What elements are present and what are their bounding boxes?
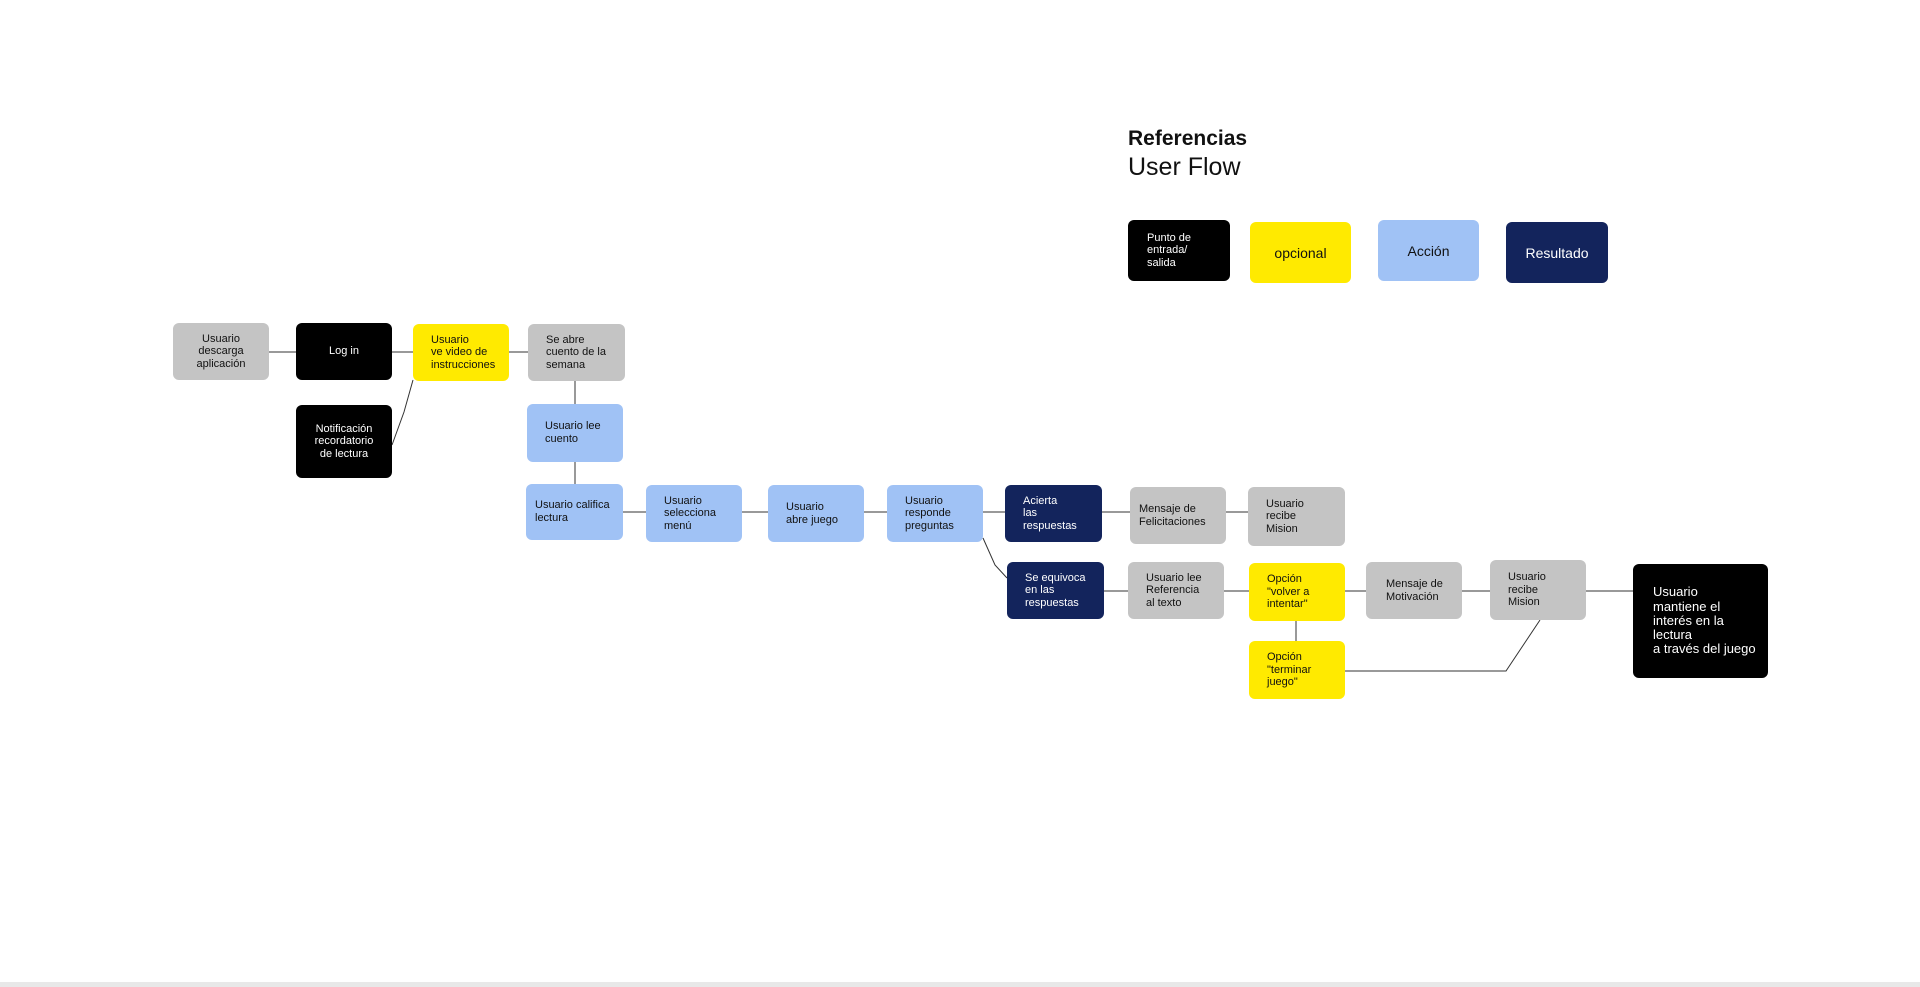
node-usuario-califica-lectura: Usuario califica lectura (526, 484, 623, 540)
bottom-scroll-edge (0, 982, 1920, 987)
legend-entry-box: Punto de entrada/ salida (1128, 220, 1230, 281)
connector-terminar-mision (1345, 619, 1541, 672)
node-usuario-lee-cuento: Usuario lee cuento (527, 404, 623, 462)
legend-subtitle: User Flow (1128, 153, 1241, 181)
legend-result-box: Resultado (1506, 222, 1608, 283)
node-log-in: Log in (296, 323, 392, 380)
node-opcion-volver-intentar: Opción "volver a intentar" (1249, 563, 1345, 621)
node-usuario-selecciona-menu: Usuario selecciona menú (646, 485, 742, 542)
node-usuario-recibe-mision-2: Usuario recibe Mision (1490, 560, 1586, 620)
node-acierta-respuestas: Acierta las respuestas (1005, 485, 1102, 542)
node-usuario-lee-referencia: Usuario lee Referencia al texto (1128, 562, 1224, 619)
node-usuario-abre-juego: Usuario abre juego (768, 485, 864, 542)
node-usuario-descarga-aplicacion: Usuario descarga aplicación (173, 323, 269, 380)
connector-responde-equivoca (982, 537, 1008, 579)
node-usuario-mantiene-interes: Usuario mantiene el interés en la lectur… (1633, 564, 1768, 678)
node-usuario-recibe-mision-1: Usuario recibe Mision (1248, 487, 1345, 546)
node-mensaje-motivacion: Mensaje de Motivación (1366, 562, 1462, 619)
node-notificacion-recordatorio: Notificación recordatorio de lectura (296, 405, 392, 478)
legend-title: Referencias (1128, 127, 1248, 150)
node-usuario-responde-preguntas: Usuario responde preguntas (887, 485, 983, 542)
node-usuario-ve-video: Usuario ve video de instrucciones (413, 324, 509, 381)
node-se-equivoca-respuestas: Se equivoca en las respuestas (1007, 562, 1104, 619)
legend-optional-box: opcional (1250, 222, 1351, 283)
node-mensaje-felicitaciones: Mensaje de Felicitaciones (1130, 487, 1226, 544)
connector-notificacion-video (391, 379, 414, 446)
node-se-abre-cuento: Se abre cuento de la semana (528, 324, 625, 381)
node-opcion-terminar-juego: Opción "terminar juego" (1249, 641, 1345, 699)
legend-action-box: Acción (1378, 220, 1479, 281)
